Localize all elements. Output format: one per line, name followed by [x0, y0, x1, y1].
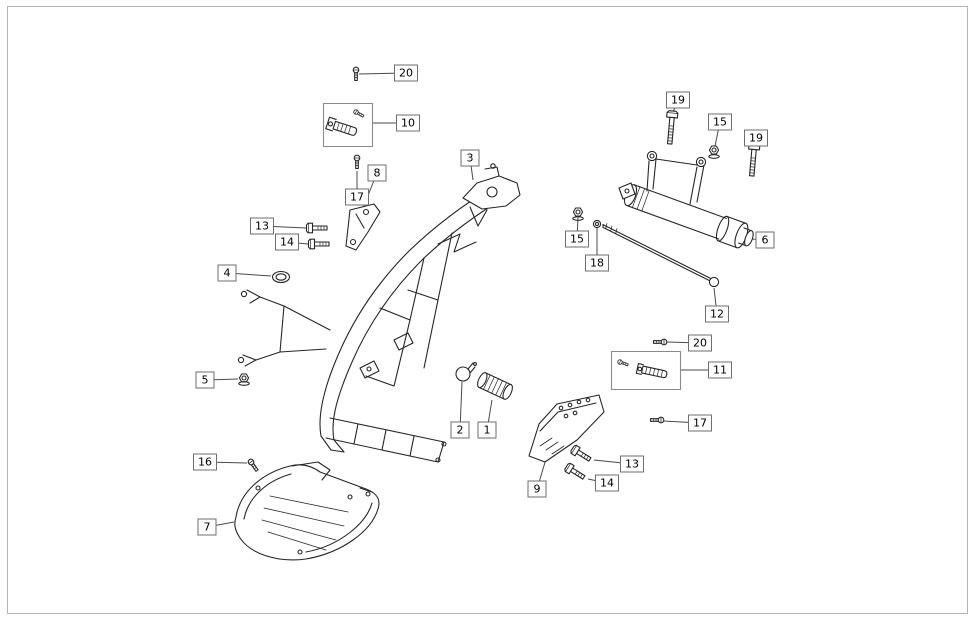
footpeg-kit-11 — [616, 358, 668, 379]
leader-lines — [204, 72, 766, 528]
callout-10: 10 — [396, 114, 420, 132]
callout-20-top: 20 — [394, 64, 418, 82]
pivot-rod-12 — [602, 223, 720, 288]
plug-cap-4 — [271, 270, 291, 284]
screw-16 — [246, 457, 260, 473]
callout-14-left: 14 — [275, 233, 299, 251]
callout-11: 11 — [708, 361, 732, 379]
callout-15-mid: 15 — [565, 230, 589, 248]
nut-15-top — [708, 145, 720, 159]
callout-19-right: 19 — [744, 129, 768, 147]
bolt-14-left — [307, 238, 330, 250]
callout-16: 16 — [193, 453, 217, 471]
nut-5 — [238, 373, 250, 386]
callout-18: 18 — [585, 254, 609, 272]
folding-footpeg-10 — [325, 108, 365, 136]
belly-pan-7 — [234, 461, 380, 561]
bolt-19-left — [663, 110, 679, 145]
callout-19-left: 19 — [666, 91, 690, 109]
engine-hanger-assembly-6 — [618, 150, 754, 249]
callout-17-upper-left: 17 — [345, 188, 369, 206]
callout-2: 2 — [450, 421, 470, 439]
callout-4: 4 — [217, 264, 237, 282]
callout-20-right: 20 — [688, 334, 712, 352]
callout-1: 1 — [477, 421, 497, 439]
part-box-11 — [610, 350, 682, 391]
callout-17-right: 17 — [688, 414, 712, 432]
nut-15-mid — [572, 207, 584, 221]
part-box-10 — [322, 102, 374, 148]
washer-18 — [592, 219, 602, 229]
rubber-sleeve-1 — [477, 372, 513, 400]
screw-17-right — [649, 416, 665, 424]
screw-20-top — [352, 66, 360, 82]
callout-14-right: 14 — [595, 474, 619, 492]
callout-3: 3 — [460, 149, 480, 167]
bolt-13-left — [305, 222, 328, 234]
callout-7: 7 — [197, 518, 217, 536]
callout-8: 8 — [367, 164, 387, 182]
screw-17-upper-left — [353, 154, 361, 170]
bolt-13-right — [569, 443, 593, 465]
frame-top-bracket — [462, 163, 521, 227]
frame — [237, 184, 508, 463]
callout-13-right: 13 — [620, 455, 644, 473]
mounting-bracket-8 — [345, 203, 381, 251]
callout-5: 5 — [195, 371, 215, 389]
callout-9: 9 — [527, 480, 547, 498]
callout-12: 12 — [705, 305, 729, 323]
clamp-2 — [455, 362, 477, 382]
screw-20-right — [652, 338, 668, 346]
bolt-19-right — [745, 142, 761, 177]
callout-15-top: 15 — [708, 113, 732, 131]
footrest-bracket-9 — [528, 394, 605, 463]
callout-6: 6 — [755, 231, 775, 249]
callout-13-left: 13 — [250, 217, 274, 235]
bolt-14-right — [563, 461, 587, 483]
